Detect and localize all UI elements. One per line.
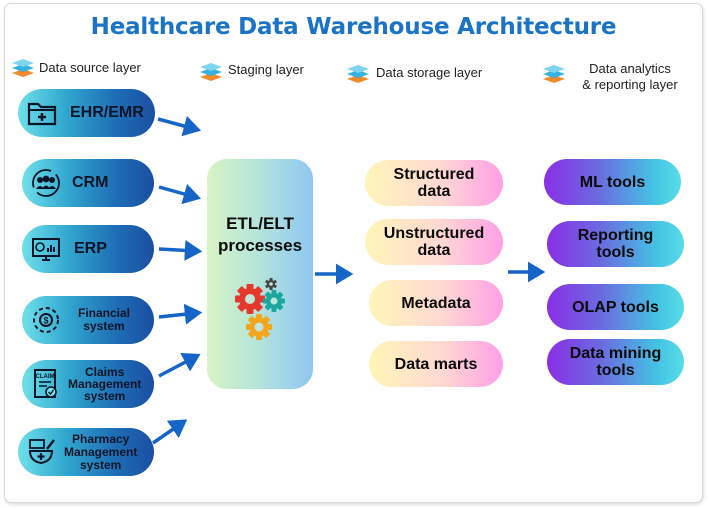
arrow-erp-to-etl xyxy=(158,239,203,261)
etl-elt-processes-box: ETL/ELT processes xyxy=(207,159,313,389)
source-claims-management-system: CLAIM Claims Management system xyxy=(22,360,154,408)
source-layer-label: Data source layer xyxy=(39,60,141,75)
analytics-layer-label: Data analytics & reporting layer xyxy=(582,61,678,92)
source-ehr-emr: EHR/EMR xyxy=(18,89,155,137)
connector-arrows xyxy=(152,115,546,445)
storage-data-marts: Data marts xyxy=(369,341,503,387)
gears-icon xyxy=(235,278,285,340)
source-financial-system: $ Financial system xyxy=(22,296,154,344)
medical-folder-icon xyxy=(20,91,64,135)
arrow-crm-to-etl xyxy=(158,183,202,205)
mortar-pestle-icon xyxy=(20,430,64,474)
page-title: Healthcare Data Warehouse Architecture xyxy=(90,14,617,40)
analytics-ml-tools: ML tools xyxy=(544,159,681,205)
customer-group-icon xyxy=(24,161,68,205)
coin-gear-icon: $ xyxy=(24,298,68,342)
arrow-pharmacy-to-etl xyxy=(152,419,188,445)
layer-stack-icon xyxy=(543,65,565,83)
source-pharmacy-management-system: Pharmacy Management system xyxy=(18,428,154,476)
diagram-canvas: Healthcare Data Warehouse Architecture D… xyxy=(5,4,702,502)
staging-layer-label: Staging layer xyxy=(228,62,304,77)
source-crm: CRM xyxy=(22,159,154,207)
arrow-claims-to-etl xyxy=(158,352,201,378)
analytics-olap-tools: OLAP tools xyxy=(547,284,684,330)
storage-metadata: Metadata xyxy=(369,280,503,326)
arrow-ehr-to-etl xyxy=(157,115,202,137)
layer-stack-icon xyxy=(12,59,34,77)
monitor-dashboard-icon xyxy=(24,227,68,271)
storage-layer-label: Data storage layer xyxy=(376,65,483,80)
arrow-financial-to-etl xyxy=(158,303,203,325)
layer-stack-icon xyxy=(347,65,369,83)
svg-text:$: $ xyxy=(43,316,48,326)
claim-document-icon: CLAIM xyxy=(24,362,68,406)
layer-stack-icon xyxy=(200,63,222,81)
svg-text:CLAIM: CLAIM xyxy=(36,374,55,380)
source-erp: ERP xyxy=(22,225,154,273)
